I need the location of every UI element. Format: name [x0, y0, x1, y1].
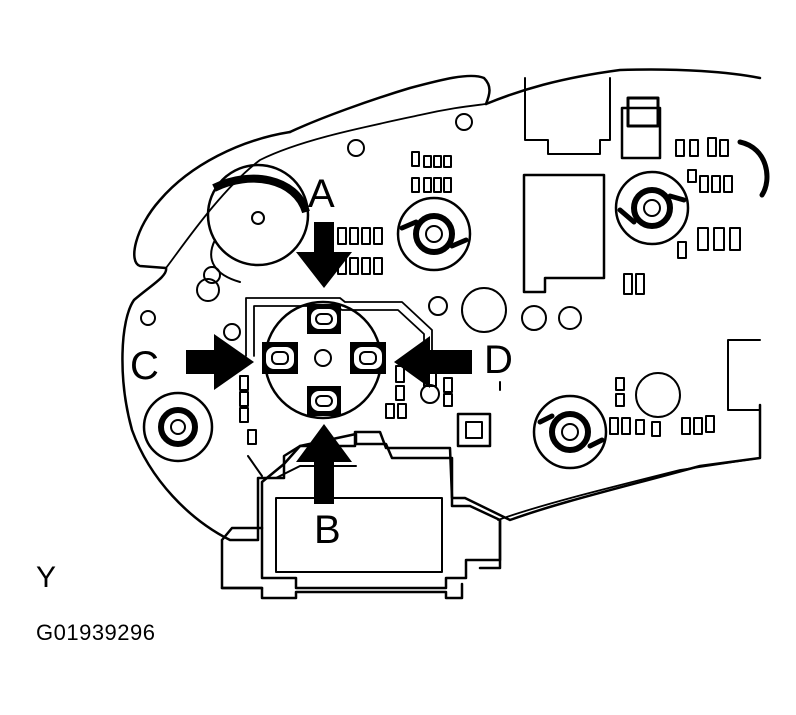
contact-c [262, 342, 298, 374]
board-top-edge [484, 68, 762, 106]
contact-a [307, 304, 341, 334]
label-c: C [130, 344, 159, 388]
mount-lower-right [532, 394, 608, 470]
board-inner-line [165, 103, 487, 269]
chip-cluster-upper [337, 151, 452, 275]
arrow-d [394, 336, 472, 388]
label-d: D [484, 338, 513, 382]
contact-b [307, 386, 341, 416]
label-a: A [308, 172, 335, 216]
square-connector [456, 412, 492, 448]
contact-d [350, 342, 386, 374]
mount-lower-left [142, 391, 214, 463]
upper-connector [524, 77, 611, 155]
cylinder-component [206, 163, 310, 267]
figure-code: G01939296 [36, 620, 156, 645]
mount-right [614, 170, 690, 246]
arrow-c [186, 334, 254, 390]
center-hole [314, 349, 332, 367]
arrow-b [296, 424, 352, 504]
chip-cluster-left [239, 375, 257, 445]
rectangular-block [522, 173, 606, 294]
board-outline-upper [288, 74, 491, 134]
circuit-trace [245, 297, 433, 357]
chip-cluster-right [623, 137, 741, 295]
board-bottom-line [497, 457, 761, 521]
connector-housing [260, 432, 502, 590]
label-b: B [314, 508, 341, 552]
mount-upper-center [396, 196, 472, 272]
view-label-y: Y [36, 561, 57, 594]
chip-cluster-lower-right [609, 377, 715, 437]
arrow-a [296, 222, 352, 288]
board-outline [121, 130, 762, 542]
